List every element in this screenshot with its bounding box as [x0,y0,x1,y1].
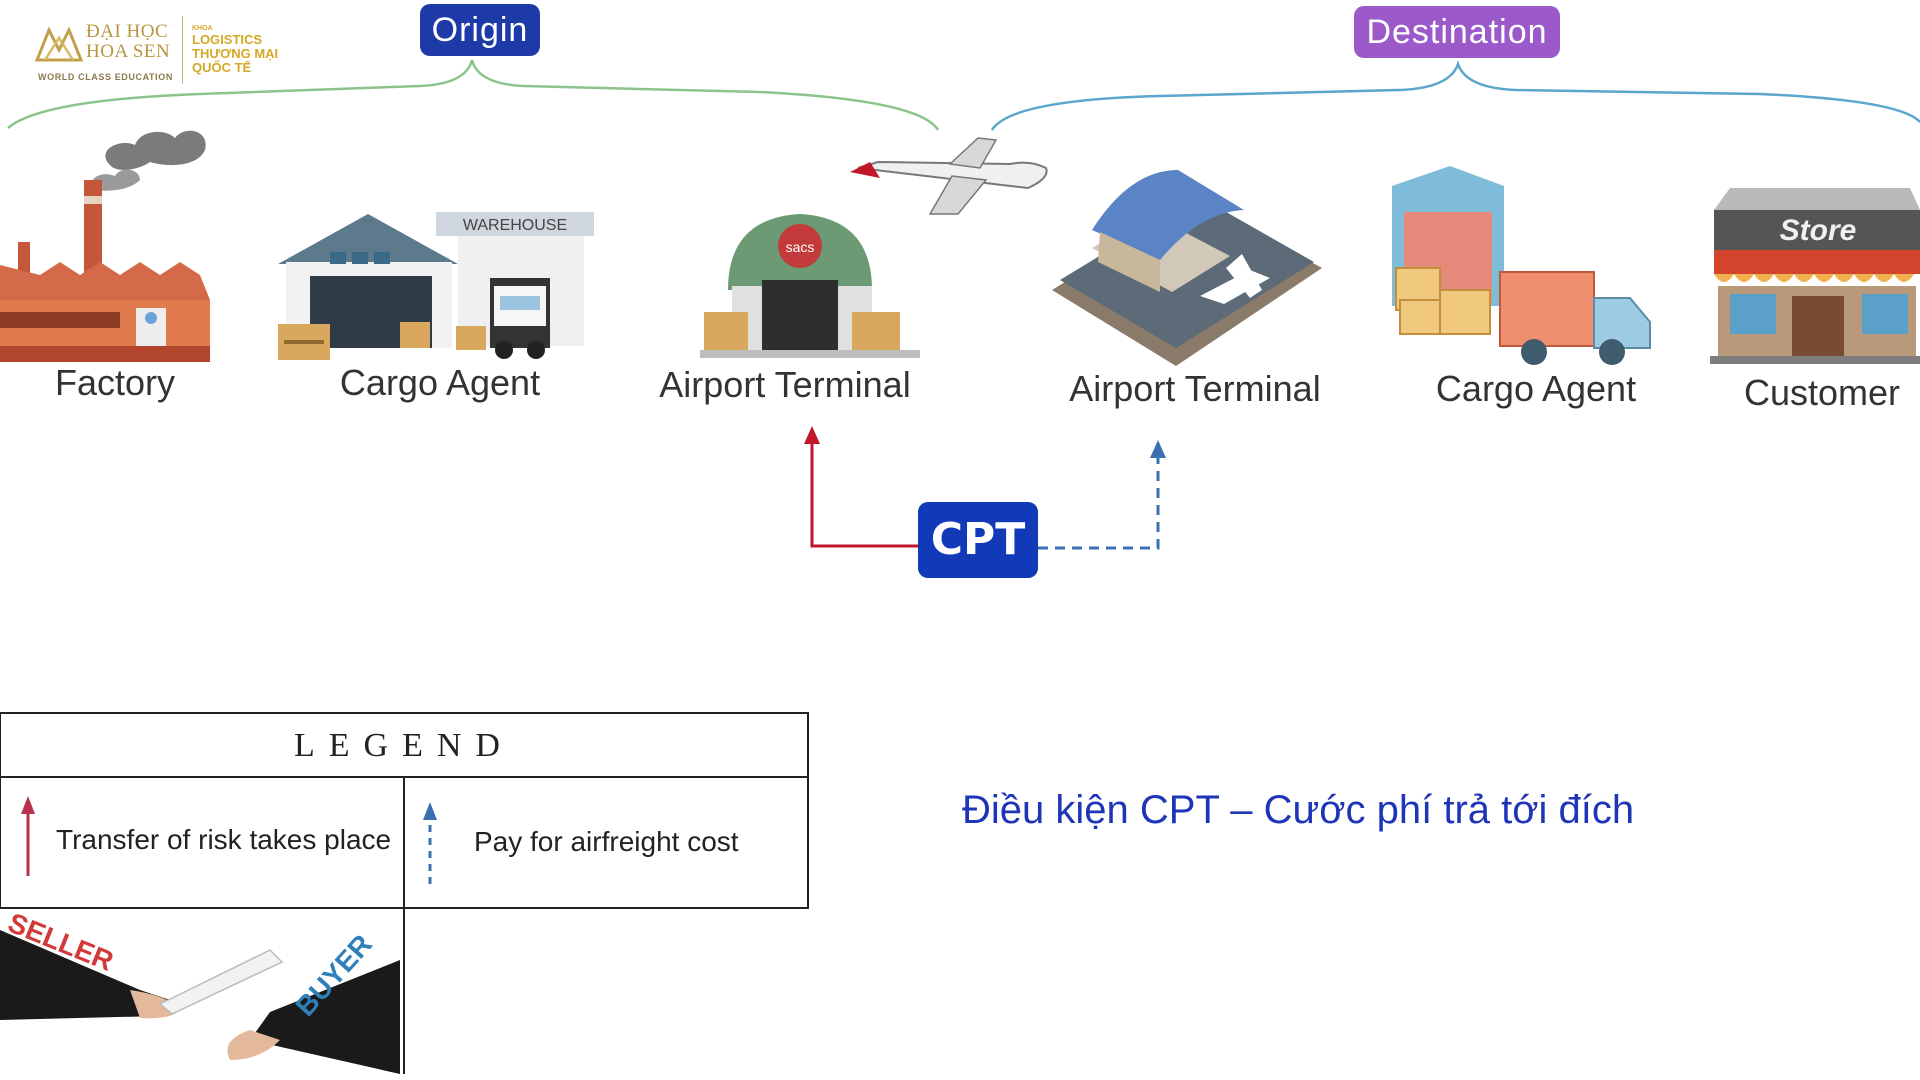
legend-cost-label: Pay for airfreight cost [474,826,739,857]
logo-faculty-line2: THƯƠNG MẠI [192,46,279,61]
delivery-truck-icon [1392,166,1651,365]
logo-tagline: WORLD CLASS EDUCATION [38,72,173,82]
university-logo: ĐẠI HỌC HOA SEN WORLD CLASS EDUCATION KH… [30,10,290,90]
legend-cost-arrow-icon [423,802,437,884]
legend-frame [0,712,809,1074]
legend-risk-label: Transfer of risk takes place [56,824,392,855]
airport-icon [1052,170,1322,366]
logo-faculty-prefix: KHOA [192,25,213,32]
origin-bracket [7,59,940,131]
logo-university-name: ĐẠI HỌC HOA SEN [86,22,170,62]
slide-caption: Điều kiện CPT – Cước phí trả tới đích [962,788,1635,832]
store-sign-text: Store [1780,214,1857,247]
logo-university-line1: ĐẠI HỌC [86,21,169,42]
handshake-image: SELLER BUYER [0,907,400,1074]
destination-label: Destination [1354,6,1560,58]
logo-faculty: KHOA LOGISTICS THƯƠNG MẠI QUỐC TẾ [192,24,278,75]
flying-airplane-icon [850,137,1048,215]
lotus-logo-icon [34,26,84,62]
destination-bracket [990,60,1920,131]
risk-transfer-arrow [804,426,920,548]
stage-label-customer: Customer [1743,372,1901,413]
airport-terminal-icon: sacs [700,214,920,358]
airfreight-cost-arrow [1038,440,1166,550]
logo-faculty-line3: QUỐC TẾ [192,60,252,75]
stage-label-destination-cargo-agent: Cargo Agent [1435,368,1637,409]
warehouse-sign-text: WAREHOUSE [463,217,567,234]
logo-faculty-line1: LOGISTICS [192,32,263,47]
terminal-badge-text: sacs [786,239,815,255]
factory-icon [0,130,210,362]
legend-risk-arrow-icon [21,796,35,876]
logo-divider [182,16,183,84]
legend-title: LEGEND [294,727,514,764]
stage-label-destination-airport-terminal: Airport Terminal [1069,368,1321,409]
store-icon: Store [1710,188,1920,364]
logo-university-line2: HOA SEN [86,41,171,62]
stage-label-origin-airport-terminal: Airport Terminal [659,364,911,405]
stage-label-origin-cargo-agent: Cargo Agent [339,362,541,403]
origin-label: Origin [420,4,540,56]
cpt-term-badge: CPT [918,502,1038,578]
stage-label-factory: Factory [54,362,176,403]
warehouse-icon: WAREHOUSE [278,212,594,360]
